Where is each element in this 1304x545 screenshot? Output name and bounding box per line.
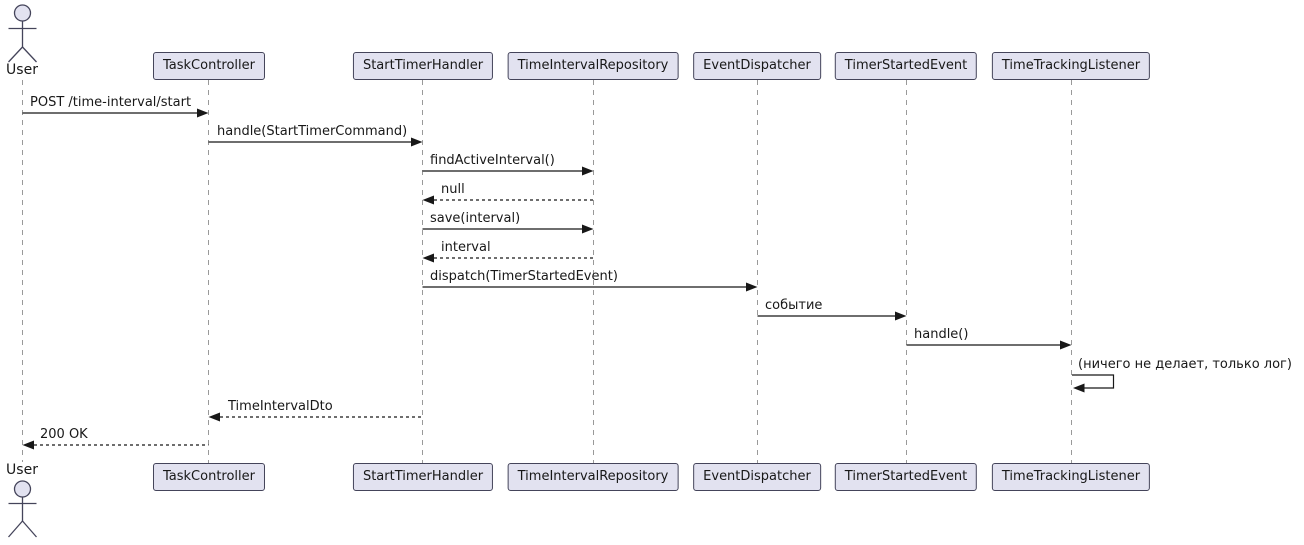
participant-top-timetrackinglistener: TimeTrackingListener xyxy=(991,52,1151,80)
participant-bottom-eventdispatcher: EventDispatcher xyxy=(693,463,821,491)
participant-bottom-timetrackinglistener: TimeTrackingListener xyxy=(991,463,1151,491)
arrow-handle-starttimercommand xyxy=(208,137,423,147)
message-label-findactiveinterval: findActiveInterval() xyxy=(430,153,555,168)
message-label-200-ok: 200 OK xyxy=(40,427,88,442)
arrow-dispatch-timerstartedevent xyxy=(422,282,758,292)
participant-bottom-timerstartedevent: TimerStartedEvent xyxy=(834,463,978,491)
arrow-return-timeintervaldto xyxy=(208,412,423,422)
actor-figure-bottom xyxy=(8,480,37,538)
arrow-handle xyxy=(906,340,1072,350)
message-label-save-interval: save(interval) xyxy=(430,211,521,226)
participant-top-timeintervalrepository: TimeIntervalRepository xyxy=(507,52,679,80)
arrow-return-null xyxy=(422,195,594,205)
message-label-null: null xyxy=(441,182,465,197)
message-label-handle-starttimercommand: handle(StartTimerCommand) xyxy=(217,124,408,139)
message-label-timeintervaldto: TimeIntervalDto xyxy=(228,399,333,414)
participant-top-eventdispatcher: EventDispatcher xyxy=(693,52,821,80)
arrow-save-interval xyxy=(422,224,594,234)
arrow-sobytie xyxy=(757,311,907,321)
actor-label-user-bottom: User xyxy=(6,462,38,478)
message-label-interval: interval xyxy=(441,240,491,255)
arrow-post-time-interval-start xyxy=(22,108,209,118)
participant-bottom-taskcontroller: TaskController xyxy=(152,463,266,491)
participant-bottom-starttimerhandler: StartTimerHandler xyxy=(352,463,494,491)
arrow-return-200-ok xyxy=(22,440,209,450)
participant-top-taskcontroller: TaskController xyxy=(152,52,266,80)
actor-label-user-top: User xyxy=(6,62,38,78)
message-arrows xyxy=(22,108,1115,450)
message-label-sobytie: событие xyxy=(765,298,823,313)
participant-top-starttimerhandler: StartTimerHandler xyxy=(352,52,494,80)
arrow-self-log-only xyxy=(1072,374,1115,393)
lifelines xyxy=(22,80,1072,463)
message-label-handle: handle() xyxy=(914,327,969,342)
participant-top-timerstartedevent: TimerStartedEvent xyxy=(834,52,978,80)
participant-bottom-timeintervalrepository: TimeIntervalRepository xyxy=(507,463,679,491)
message-label-post-time-interval-start: POST /time-interval/start xyxy=(30,95,192,110)
message-label-dispatch-timerstartedevent: dispatch(TimerStartedEvent) xyxy=(430,269,618,284)
message-label-self-log-only: (ничего не делает, только лог) xyxy=(1078,357,1292,372)
actor-figure-top xyxy=(8,4,37,63)
arrow-return-interval xyxy=(422,253,594,263)
arrow-findactiveinterval xyxy=(422,166,594,176)
